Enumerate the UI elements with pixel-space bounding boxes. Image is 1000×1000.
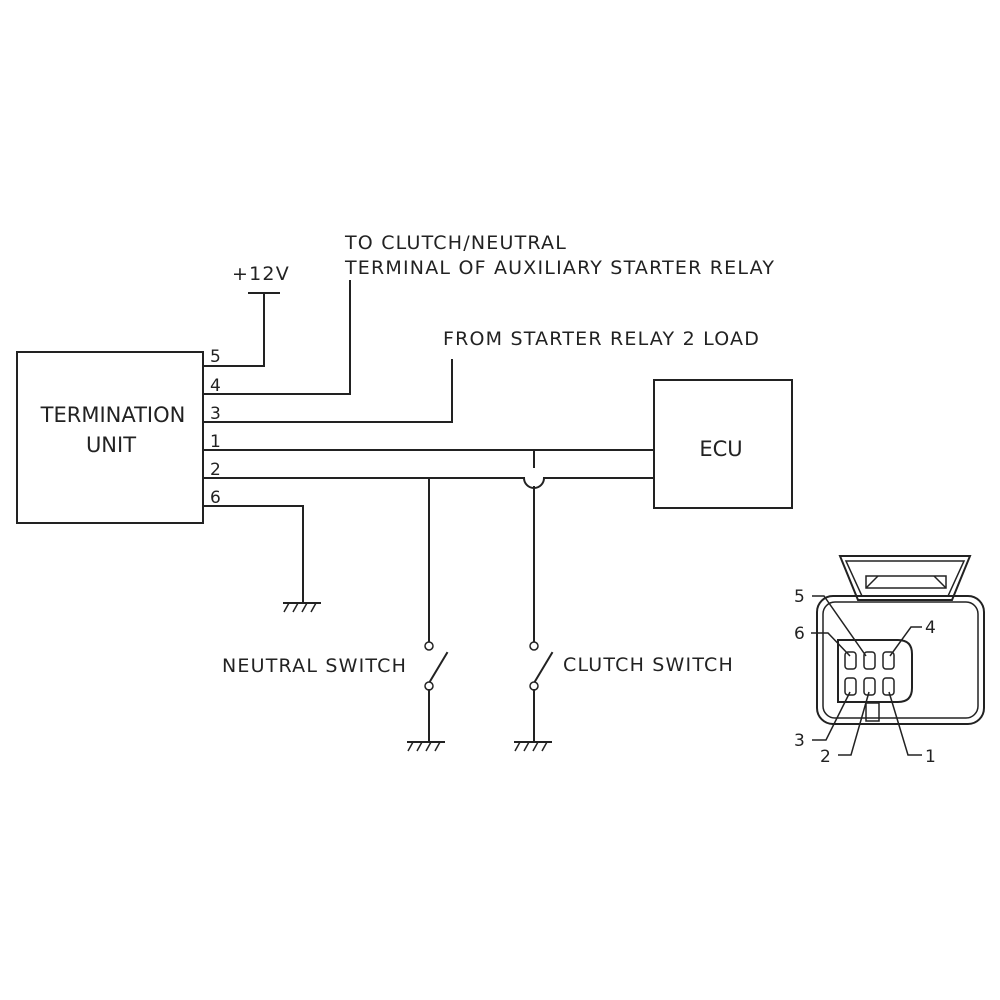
neutral-switch: NEUTRAL SWITCH: [222, 477, 449, 752]
starter-relay-note: FROM STARTER RELAY 2 LOAD: [202, 328, 760, 423]
terminal-1: [882, 677, 895, 696]
connector-pin-5-label: 5: [794, 587, 805, 607]
connector-pin-6-label: 6: [794, 624, 805, 644]
connector-pin-4-label: 4: [925, 618, 936, 638]
termination-unit-pins: 5 4 3 1 2 6: [210, 347, 221, 508]
clutch-switch: CLUTCH SWITCH: [514, 486, 734, 752]
pin-label-1: 1: [210, 432, 221, 452]
clutch-neutral-note-line2: TERMINAL OF AUXILIARY STARTER RELAY: [344, 257, 775, 279]
wire-pin3: [202, 359, 453, 423]
wire-pin5: [202, 292, 265, 367]
termination-unit-label-line2: UNIT: [86, 433, 136, 457]
pin-label-3: 3: [210, 404, 221, 424]
neutral-switch-label: NEUTRAL SWITCH: [222, 655, 407, 677]
connector-diagram: 5 6 4 3 2 1: [794, 555, 985, 767]
pin-label-6: 6: [210, 488, 221, 508]
ecu-label: ECU: [699, 437, 742, 461]
clutch-switch-contact-top: [529, 641, 539, 651]
connector-pin-3-label: 3: [794, 731, 805, 751]
pin-label-2: 2: [210, 460, 221, 480]
termination-unit: TERMINATION UNIT: [16, 351, 204, 524]
wire-pin4: [202, 280, 351, 395]
pin6-ground: [202, 505, 321, 613]
terminal-5: [863, 651, 876, 670]
clutch-switch-contact-bottom: [529, 681, 539, 691]
supply-12v: +12V: [202, 263, 290, 367]
neutral-switch-blade: [427, 651, 449, 685]
connector-pin-1-label: 1: [925, 747, 936, 767]
pin-label-5: 5: [210, 347, 221, 367]
connector-key: [865, 702, 880, 722]
pin-label-4: 4: [210, 376, 221, 396]
supply-label: +12V: [232, 263, 290, 285]
ecu: ECU: [653, 379, 793, 509]
connector-pin-2-label: 2: [820, 747, 831, 767]
clutch-switch-label: CLUTCH SWITCH: [563, 654, 734, 676]
wire-pin6: [202, 505, 304, 604]
connector-pin-cavity: [837, 639, 913, 703]
terminal-4: [882, 651, 895, 670]
clutch-neutral-note: TO CLUTCH/NEUTRAL TERMINAL OF AUXILIARY …: [202, 232, 775, 395]
terminal-6: [844, 651, 857, 670]
connector-housing-inner: [822, 601, 979, 719]
terminal-3: [844, 677, 857, 696]
termination-unit-label-line1: TERMINATION: [40, 403, 186, 427]
connector-housing-outer: [816, 595, 985, 725]
neutral-switch-contact-top: [424, 641, 434, 651]
connector-latch: [838, 555, 972, 601]
clutch-neutral-note-line1: TO CLUTCH/NEUTRAL: [344, 232, 567, 254]
clutch-switch-blade: [532, 651, 554, 685]
terminal-2: [863, 677, 876, 696]
neutral-switch-contact-bottom: [424, 681, 434, 691]
starter-relay-label: FROM STARTER RELAY 2 LOAD: [443, 328, 760, 350]
